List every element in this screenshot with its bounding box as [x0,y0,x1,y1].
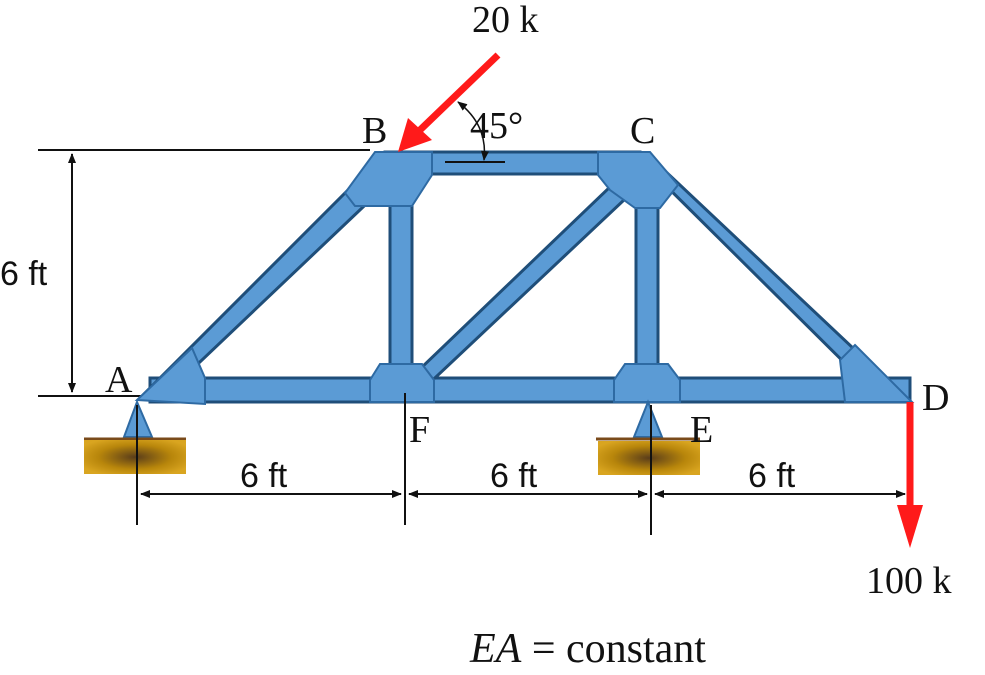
load-100k-arrow [897,402,923,548]
span1-dimension-label: 6 ft [240,457,288,495]
node-label-a: A [105,359,133,401]
stiffness-note-const: constant [566,626,706,672]
joint-d-plate [838,343,915,403]
joint-a-plate [134,346,206,406]
load-20k-label: 20 k [472,0,539,41]
support-a-base [84,440,186,474]
node-label-f: F [409,409,430,451]
stiffness-note: EA = constant [469,626,706,672]
truss-members [136,150,912,404]
node-label-e: E [690,409,713,451]
gusset-plates [134,151,915,406]
span2-dimension-label: 6 ft [490,457,538,495]
load-100k-label: 100 k [866,560,952,602]
joint-e-plate [613,363,681,403]
load-100k-head [897,505,923,548]
support-e [596,399,700,475]
stiffness-note-ea: EA [469,626,522,672]
load-20k-head [398,118,432,152]
support-e-pin [632,399,664,438]
member-bf [388,183,414,387]
load-20k-shaft [417,52,501,133]
joint-c-plate [597,151,680,209]
support-a [84,399,186,474]
node-label-c: C [630,110,655,152]
node-label-d: D [922,377,949,419]
height-dimension-label: 6 ft [0,255,48,293]
member-bottom-chord [148,376,912,404]
support-e-base [598,441,700,475]
span3-dimension-label: 6 ft [748,457,796,495]
angle-arc [457,101,489,161]
joint-b-plate [343,151,433,207]
joint-f-plate [369,363,435,403]
stiffness-note-eq: = [521,626,566,672]
load-20k-arrow [398,52,501,152]
node-label-b: B [362,110,387,152]
member-ce [634,183,660,387]
angle-label: 45° [470,105,523,147]
